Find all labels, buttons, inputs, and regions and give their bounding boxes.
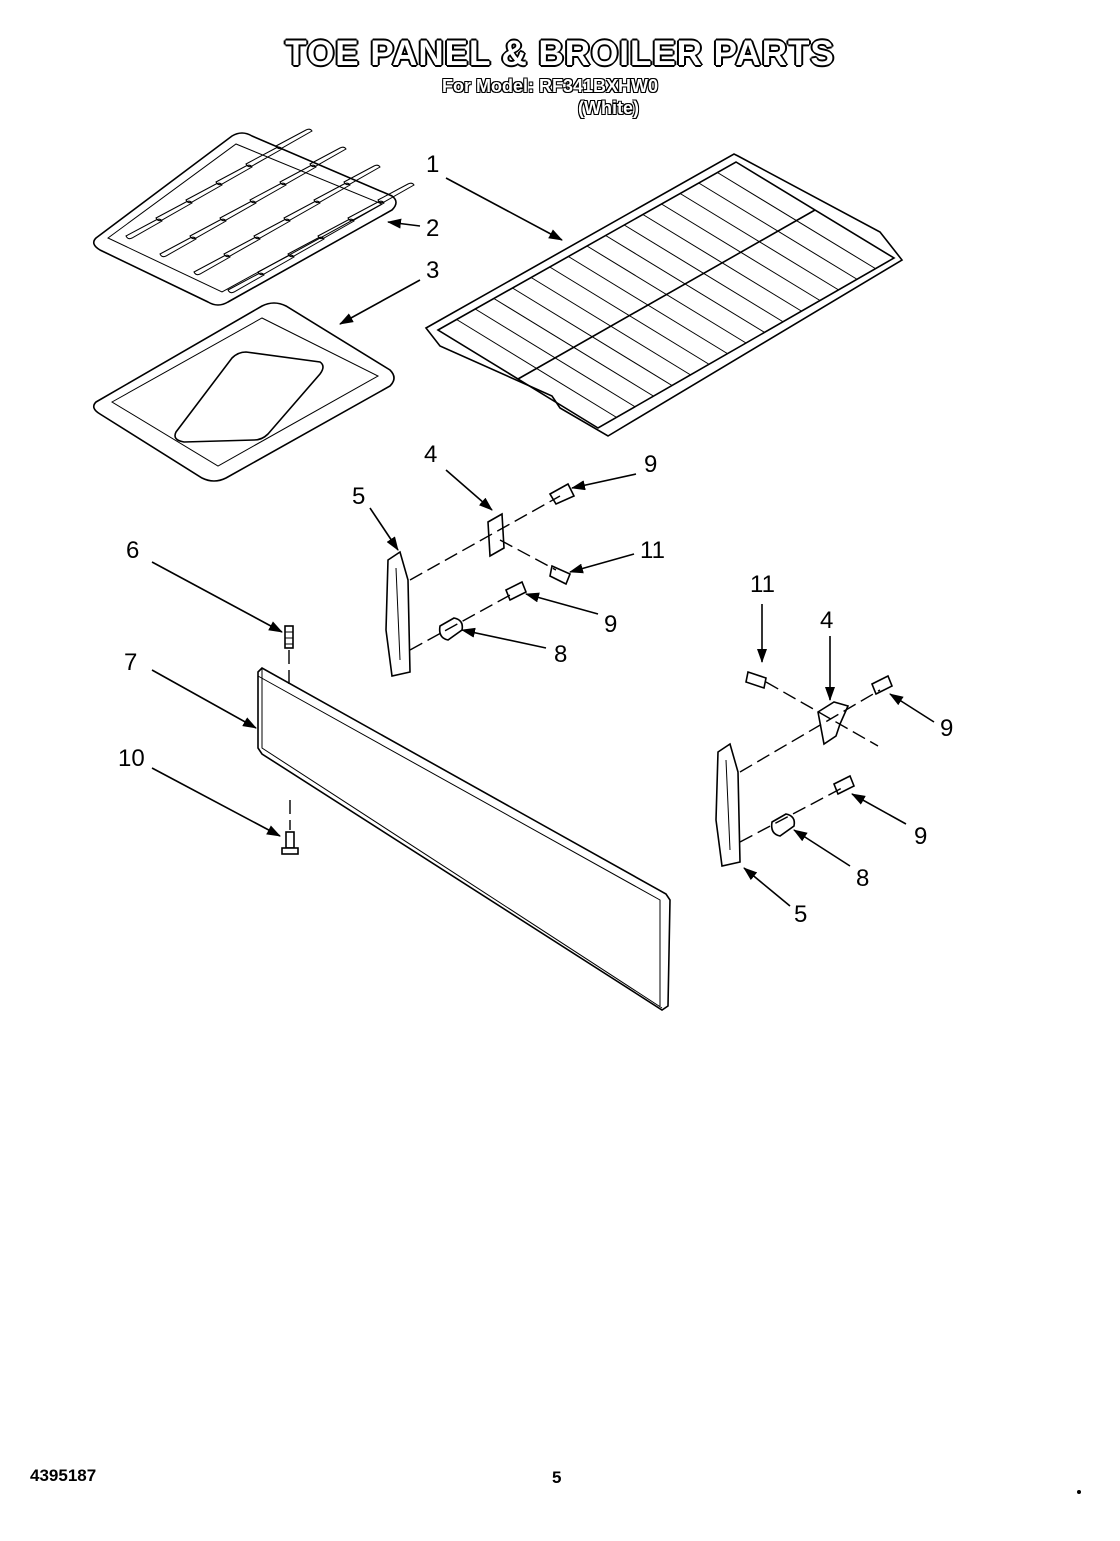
- callout-9-left-top: 9: [644, 451, 657, 478]
- leader-arrows: [151, 177, 935, 907]
- callout-1: 1: [426, 151, 439, 178]
- callout-5-left: 5: [352, 483, 365, 510]
- screw-10: [281, 831, 299, 855]
- callout-8-left: 8: [554, 641, 567, 668]
- stud-6: [284, 625, 294, 649]
- right-screw-11: [745, 670, 767, 690]
- left-bracket-4: [487, 512, 505, 558]
- color-line: (White): [578, 98, 639, 118]
- toe-panel: [257, 667, 671, 1011]
- right-bracket-4: [817, 701, 850, 746]
- left-screw-9a: [548, 482, 576, 506]
- callout-3: 3: [426, 257, 439, 284]
- callout-8-right: 8: [856, 865, 869, 892]
- callout-4-left: 4: [424, 441, 437, 468]
- right-leg-5: [715, 742, 741, 867]
- broiler-grid: [92, 128, 415, 306]
- left-screw-11: [549, 564, 572, 586]
- right-screw-9a: [870, 674, 894, 696]
- callout-10: 10: [118, 745, 145, 772]
- left-spacer-8: [438, 617, 464, 641]
- callout-4-right: 4: [820, 607, 833, 634]
- callout-11-right: 11: [750, 571, 775, 598]
- corner-dot: [1077, 1490, 1081, 1494]
- callout-9-left-bottom: 9: [604, 611, 617, 638]
- left-screw-9b: [504, 580, 528, 602]
- oven-rack: [424, 153, 904, 437]
- page-title: TOE PANEL & BROILER PARTS: [285, 34, 835, 73]
- callout-11-left: 11: [640, 537, 665, 564]
- callout-7: 7: [124, 649, 137, 676]
- left-leg-5: [385, 550, 411, 677]
- callout-6: 6: [126, 537, 139, 564]
- broiler-pan: [92, 302, 395, 482]
- page-number: 5: [552, 1468, 562, 1487]
- document-number: 4395187: [30, 1466, 97, 1485]
- callout-2: 2: [426, 215, 439, 242]
- callout-5-right: 5: [794, 901, 807, 928]
- right-spacer-8: [770, 813, 796, 837]
- callout-9-right-top: 9: [940, 715, 953, 742]
- model-line: For Model: RF341BXHW0: [442, 76, 659, 96]
- callout-9-right-bottom: 9: [914, 823, 927, 850]
